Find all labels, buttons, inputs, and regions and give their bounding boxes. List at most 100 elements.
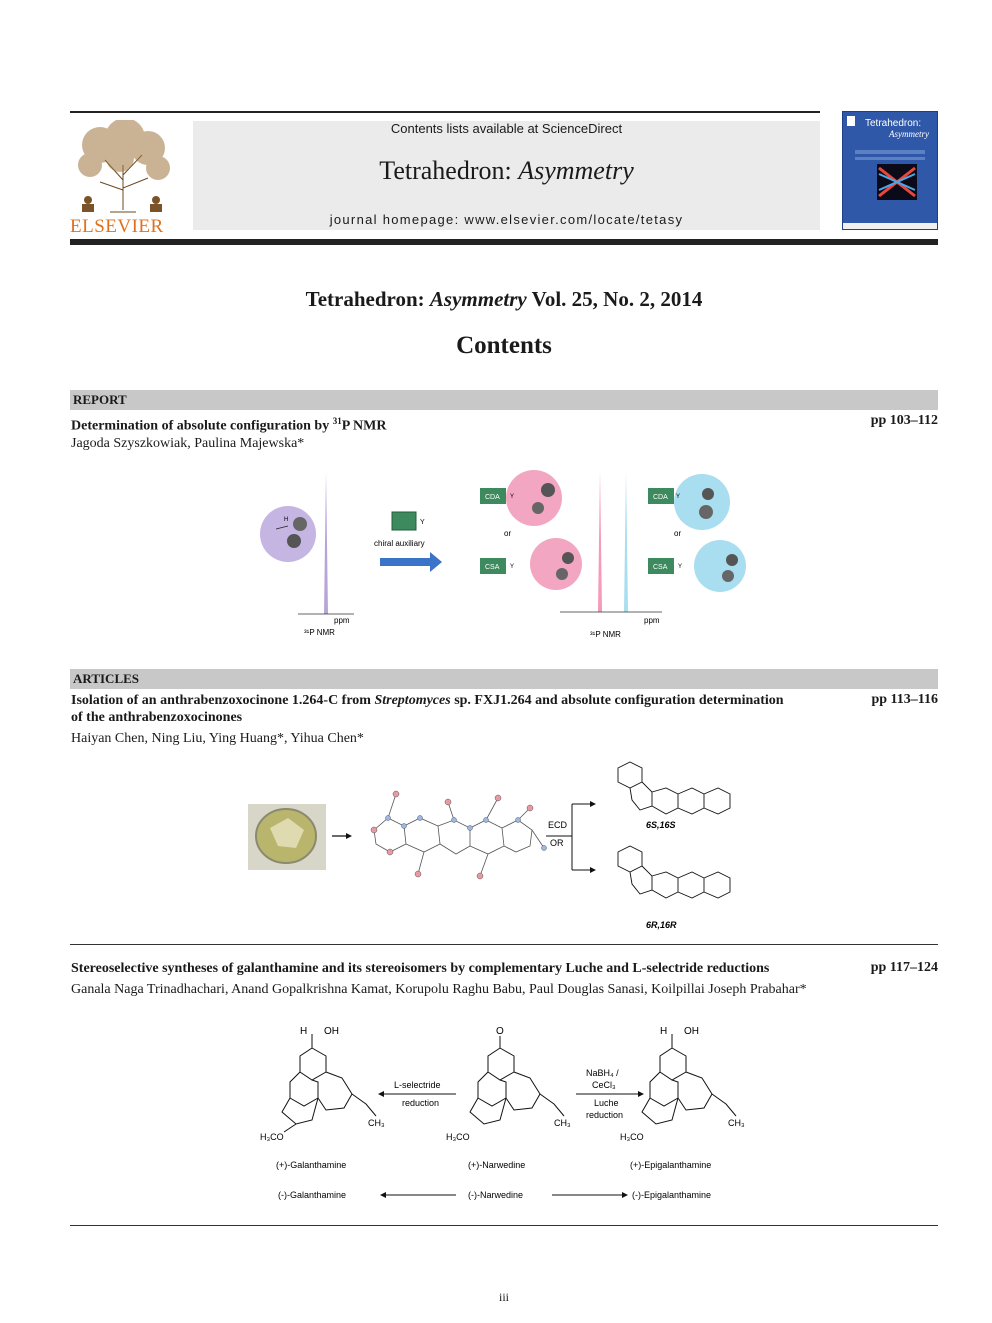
y-label: Y xyxy=(510,564,514,570)
header-bottom-rule xyxy=(70,239,938,245)
narwedine-neg-label: (-)-Narwedine xyxy=(468,1190,523,1200)
ch3-label-3: CH₃ xyxy=(728,1118,745,1128)
issue-journal: Tetrahedron: xyxy=(305,287,430,311)
h-label: H xyxy=(284,517,288,523)
h-label-3: H xyxy=(660,1026,667,1037)
csa-label: CSA xyxy=(485,564,500,571)
section-articles: ARTICLES xyxy=(70,669,938,689)
luche-label: Luche xyxy=(594,1098,619,1108)
h3co-label-1: H₃CO xyxy=(260,1132,284,1142)
epigalanthamine-neg-label: (-)-Epigalanthamine xyxy=(632,1190,711,1200)
article-title-3[interactable]: Stereoselective syntheses of galanthamin… xyxy=(71,961,770,976)
cover-logo-icon xyxy=(847,116,855,126)
narwedine-pos-label: (+)-Narwedine xyxy=(468,1160,525,1170)
title-superscript: 31 xyxy=(332,416,342,426)
title-part: Determination of absolute configuration … xyxy=(71,418,333,434)
y-label: Y xyxy=(510,494,514,500)
chiral-auxiliary-label: chiral auxiliary xyxy=(374,539,425,548)
title-part: of the anthrabenzoxocinones xyxy=(71,710,243,725)
article-pages-2[interactable]: pp 113–116 xyxy=(871,692,938,707)
article-title-1[interactable]: Determination of absolute configuration … xyxy=(71,413,386,435)
crystal-structure xyxy=(373,793,545,877)
title-part: sp. FXJ1.264 and absolute configuration … xyxy=(450,693,784,708)
entry-divider-3 xyxy=(70,1225,938,1226)
substituent-l2 xyxy=(287,534,301,548)
journal-title-italic: Asymmetry xyxy=(518,156,634,185)
article-authors-3: Ganala Naga Trinadhachari, Anand Gopalkr… xyxy=(71,982,807,997)
issue-journal-italic: Asymmetry xyxy=(429,287,527,311)
epigalanthamine-pos-label: (+)-Epigalanthamine xyxy=(630,1160,711,1170)
cda-box-2 xyxy=(648,488,674,504)
journal-cover[interactable]: Tetrahedron: Asymmetry xyxy=(842,111,938,230)
csa-box-2 xyxy=(648,558,674,574)
cecl3-label: CeCl₃ xyxy=(592,1080,616,1090)
reaction-arrow xyxy=(380,552,442,572)
sciencedirect-line[interactable]: Contents lists available at ScienceDirec… xyxy=(390,121,623,136)
elsevier-logo[interactable]: ELSEVIER xyxy=(70,118,176,237)
substituent-l1 xyxy=(293,517,307,531)
article-pages-1[interactable]: pp 103–112 xyxy=(870,413,938,428)
nmr-peak-purple xyxy=(324,472,328,614)
narwedine-structure xyxy=(469,1036,565,1125)
graphical-abstract-3: H OH H₃CO CH₃ (+)-Galanthamine L-selectr… xyxy=(260,1026,745,1200)
title-italic: Streptomyces xyxy=(374,693,451,708)
galanthamine-structure xyxy=(281,1034,377,1133)
journal-homepage-link[interactable]: journal homepage: www.elsevier.com/locat… xyxy=(329,212,684,227)
oh-label-3: OH xyxy=(684,1026,699,1037)
page-number: iii xyxy=(498,1290,509,1304)
cover-title: Tetrahedron: xyxy=(865,118,922,129)
header-top-rule xyxy=(70,111,820,113)
cda-box xyxy=(480,488,506,504)
diastereomer-circle-pink-2 xyxy=(530,538,582,590)
structure-6r16r xyxy=(617,845,731,899)
contents-heading: Contents xyxy=(456,332,552,359)
cda-label-2: CDA xyxy=(653,494,668,501)
csa-label-2: CSA xyxy=(653,564,668,571)
h-label-1: H xyxy=(300,1026,307,1037)
lselectride-label: L-selectride xyxy=(394,1080,441,1090)
diastereomer-circle-cyan-2 xyxy=(694,540,746,592)
diastereomer-circle-cyan-1 xyxy=(674,474,730,530)
publisher-wordmark: ELSEVIER xyxy=(70,216,164,237)
ecd-label: ECD xyxy=(548,820,568,830)
epigalanthamine-structure xyxy=(641,1034,737,1125)
h3co-label-2: H₃CO xyxy=(446,1132,470,1142)
issue-title: Tetrahedron: Asymmetry Vol. 25, No. 2, 2… xyxy=(0,287,992,312)
cover-subtitle: Asymmetry xyxy=(889,129,929,139)
config-6s16s: 6S,16S xyxy=(646,820,676,830)
config-6r16r: 6R,16R xyxy=(646,920,677,930)
article-authors-2: Haiyan Chen, Ning Liu, Ying Huang*, Yihu… xyxy=(71,731,364,746)
nmr-peak-cyan xyxy=(624,472,628,612)
reduction-label-1: reduction xyxy=(402,1098,439,1108)
article-title-2[interactable]: Isolation of an anthrabenzoxocinone 1.26… xyxy=(71,692,851,726)
nmr-peak-pink xyxy=(598,472,602,612)
galanthamine-neg-label: (-)-Galanthamine xyxy=(278,1190,346,1200)
nmr-label-1: ³¹P NMR xyxy=(304,628,335,637)
diastereomer-circle-pink-1 xyxy=(506,470,562,526)
journal-title: Tetrahedron: Asymmetry xyxy=(193,156,820,186)
article-pages-3[interactable]: pp 117–124 xyxy=(870,960,938,975)
or-method-label: OR xyxy=(550,838,564,848)
entry-divider-2 xyxy=(70,944,938,945)
or-label: or xyxy=(504,529,511,538)
csa-box xyxy=(480,558,506,574)
graphical-abstract-2: ECD OR 6S,16S 6R,16R xyxy=(248,761,731,930)
structure-6s16s xyxy=(617,761,731,815)
reduction-label-2: reduction xyxy=(586,1110,623,1120)
cover-art-icon xyxy=(877,164,917,200)
cda-label: CDA xyxy=(485,494,500,501)
title-part: P NMR xyxy=(341,418,387,434)
ch3-label-1: CH₃ xyxy=(368,1118,385,1128)
nabh4-label: NaBH₄ / xyxy=(586,1068,619,1078)
ketone-o-label: O xyxy=(496,1026,504,1037)
y-label: Y xyxy=(420,519,425,526)
y-label: Y xyxy=(678,564,682,570)
elsevier-tree-icon xyxy=(78,118,170,213)
title-part: Isolation of an anthrabenzoxocinone 1.26… xyxy=(71,693,375,708)
graphical-abstract-1: H ppm ³¹P NMR Y chiral auxiliary CDA Y o… xyxy=(260,470,746,639)
analyte-circle xyxy=(260,506,316,562)
journal-title-plain: Tetrahedron: xyxy=(379,156,519,185)
auxiliary-box xyxy=(391,511,417,531)
h3co-label-3: H₃CO xyxy=(620,1132,644,1142)
ch3-label-2: CH₃ xyxy=(554,1118,571,1128)
